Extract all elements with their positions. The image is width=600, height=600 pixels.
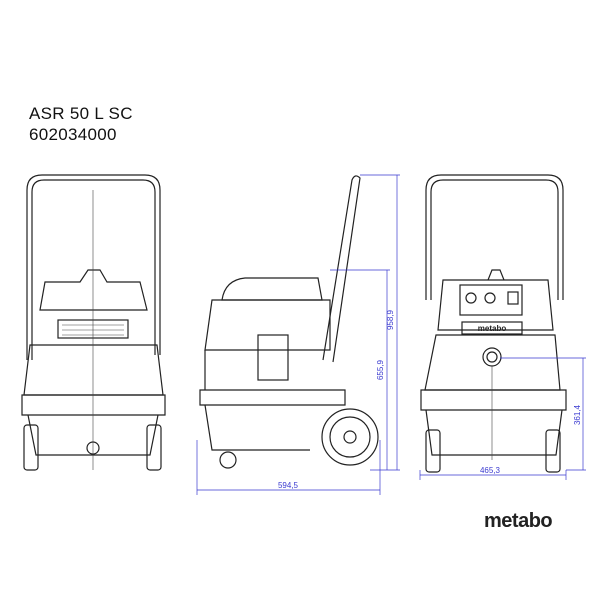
body-height-label: 655,9 xyxy=(376,359,385,380)
rear-handle xyxy=(425,174,564,300)
front-wheel-left xyxy=(23,424,39,471)
outlet-icon xyxy=(507,291,519,305)
rotary-switch-icon xyxy=(484,292,496,304)
side-rear-wheel xyxy=(321,408,379,466)
side-latch xyxy=(257,334,289,381)
rear-wheel-right xyxy=(545,429,561,473)
front-head xyxy=(39,269,148,311)
rear-view: metabo xyxy=(420,174,567,473)
dimension-lines: 958,9 655,9 594,5 465,3 361,4 xyxy=(196,174,586,495)
rear-head xyxy=(437,279,554,331)
total-height-label: 958,9 xyxy=(386,309,395,330)
width-label: 465,3 xyxy=(480,466,501,475)
front-container xyxy=(23,344,164,396)
side-handle xyxy=(322,175,361,363)
hose-height-label: 361,4 xyxy=(573,404,582,425)
article-number: 602034000 xyxy=(29,125,117,144)
side-view xyxy=(199,175,379,469)
power-socket-icon xyxy=(465,292,477,304)
hose-inlet xyxy=(482,347,502,367)
front-view xyxy=(21,174,166,471)
side-front-caster xyxy=(219,451,237,469)
front-wheel-right xyxy=(146,424,162,471)
rear-wheel-left xyxy=(425,429,441,473)
metabo-logo: metabo xyxy=(484,510,553,532)
side-head xyxy=(221,277,323,301)
panel-logo: metabo xyxy=(478,324,507,333)
control-panel xyxy=(459,284,523,316)
model-name: ASR 50 L SC xyxy=(29,104,133,123)
depth-label: 594,5 xyxy=(278,481,299,490)
front-handle xyxy=(26,174,161,360)
